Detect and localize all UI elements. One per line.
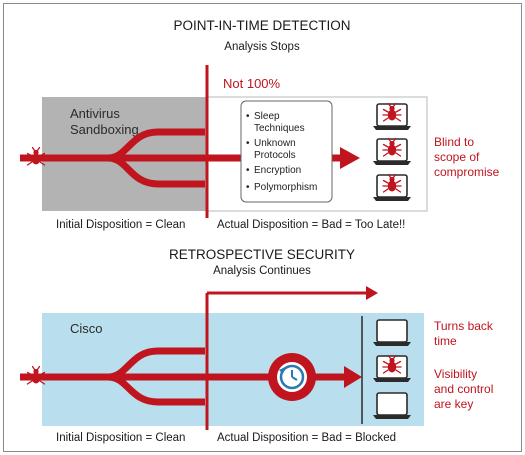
- technique-item: Techniques: [254, 123, 305, 134]
- not-100-label: Not 100%: [223, 76, 281, 91]
- top-actual-disposition: Actual Disposition = Bad = Too Late!!: [217, 219, 405, 231]
- bottom-actual-disposition: Actual Disposition = Bad = Blocked: [217, 432, 396, 444]
- svg-text:•: •: [246, 138, 250, 149]
- turns-back-note-line: Turns back: [434, 319, 494, 333]
- visibility-note-line: and control: [434, 382, 493, 396]
- bottom-title: RETROSPECTIVE SECURITY: [169, 247, 355, 262]
- laptop-icon: [372, 319, 412, 347]
- technique-item: Sleep: [254, 111, 280, 122]
- infected-laptop-icon: [372, 102, 412, 131]
- blind-note-line: Blind to: [434, 135, 474, 149]
- clock-history-icon: [268, 353, 316, 401]
- bottom-arrowhead: [344, 366, 362, 388]
- continuous-arrowhead: [366, 286, 378, 300]
- cisco-box: [42, 313, 424, 426]
- top-subtitle: Analysis Stops: [224, 41, 300, 53]
- infected-laptop-icon: [372, 173, 412, 202]
- blind-note-line: compromise: [434, 165, 500, 179]
- bottom-initial-disposition: Initial Disposition = Clean: [56, 432, 185, 444]
- sandbox-label-line2: Sandboxing: [70, 122, 139, 137]
- cisco-label: Cisco: [70, 321, 103, 336]
- turns-back-note-line: time: [434, 334, 457, 348]
- technique-item: Unknown: [254, 138, 296, 149]
- evasion-techniques-box: [240, 100, 333, 203]
- svg-text:•: •: [246, 111, 250, 122]
- svg-text:•: •: [246, 165, 250, 176]
- laptop-icon: [372, 392, 412, 420]
- top-arrowhead: [340, 147, 360, 169]
- technique-item: Polymorphism: [254, 182, 317, 193]
- continuous-analysis-line: [205, 291, 368, 430]
- visibility-note-line: are key: [434, 397, 473, 411]
- bottom-subtitle: Analysis Continues: [213, 265, 311, 277]
- evasion-techniques-list: • Sleep Techniques • Unknown Protocols •…: [246, 111, 317, 193]
- infected-laptop-icon: [372, 137, 412, 166]
- top-title: POINT-IN-TIME DETECTION: [174, 18, 351, 33]
- technique-item: Encryption: [254, 165, 301, 176]
- infected-laptop-icon: [372, 354, 412, 383]
- technique-item: Protocols: [254, 150, 296, 161]
- visibility-note-line: Visibility: [434, 367, 477, 381]
- top-initial-disposition: Initial Disposition = Clean: [56, 219, 185, 231]
- svg-text:•: •: [246, 182, 250, 193]
- blind-note-line: scope of: [434, 150, 480, 164]
- sandbox-label-line1: Antivirus: [70, 106, 120, 121]
